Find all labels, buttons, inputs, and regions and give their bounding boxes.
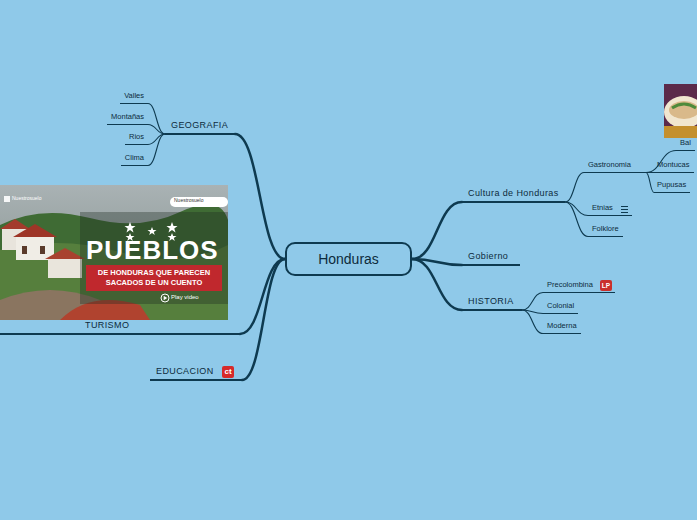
branch-line xyxy=(148,125,165,135)
subtopic: Clima xyxy=(121,153,148,166)
subtopic: Folklore xyxy=(588,224,623,237)
topic-text: Etnias xyxy=(592,203,628,213)
main-topic: GEOGRAFIA xyxy=(165,120,235,135)
topic-text: GEOGRAFIA xyxy=(171,120,229,131)
topic-text: Rios xyxy=(129,132,144,142)
branch-line xyxy=(565,173,584,203)
tourism-photo xyxy=(0,185,228,320)
topic-text: TURISMO xyxy=(85,320,234,331)
main-topic: Gobierno xyxy=(462,251,520,266)
main-topic: TURISMO xyxy=(0,320,240,335)
topic-text: Gastronomia xyxy=(588,160,642,170)
topic-text: Gobierno xyxy=(468,251,514,262)
topic-text: Cultura de Honduras xyxy=(468,188,559,199)
topic-text: Moderna xyxy=(547,321,577,331)
branch-line xyxy=(565,202,588,216)
play-text: Play video xyxy=(171,294,199,301)
subtopic: Montañas xyxy=(107,112,148,125)
subtopic: Rios xyxy=(125,132,148,145)
subtopic: Bal xyxy=(676,138,695,151)
branch-line xyxy=(235,134,285,259)
subtopic: Montucas xyxy=(654,160,694,173)
subtopic: Valles xyxy=(120,91,148,104)
subtopic: Gastronomia xyxy=(584,160,646,173)
main-topic: Cultura de Honduras xyxy=(462,188,565,203)
topic-text: Honduras xyxy=(318,251,379,267)
topic-text: Montañas xyxy=(111,112,144,122)
badge-text: Nuestrosuelo xyxy=(174,198,203,204)
branch-line xyxy=(148,104,165,135)
subtopic: Etnias xyxy=(588,203,632,216)
main-topic: HISTORIA xyxy=(462,296,522,311)
topic-text: HISTORIA xyxy=(468,296,516,307)
branch-line xyxy=(148,134,165,166)
branch-line xyxy=(522,293,543,311)
icon-badge: ct xyxy=(222,366,234,378)
topic-text: Clima xyxy=(125,153,144,163)
branch-line xyxy=(565,202,588,237)
subtopic: Pupusas xyxy=(654,180,690,193)
branch-line xyxy=(242,259,285,380)
subtopic: Moderna xyxy=(543,321,581,334)
topic-text: Folklore xyxy=(592,224,619,234)
branch-line xyxy=(522,310,543,334)
branch-line xyxy=(412,259,462,310)
topic-text: Valles xyxy=(124,91,144,101)
subtopic: Colonial xyxy=(543,301,578,314)
central-topic: Honduras xyxy=(285,242,412,276)
topic-text: Colonial xyxy=(547,301,574,311)
branch-line xyxy=(646,173,654,193)
baleadas-photo xyxy=(664,84,697,138)
notes-icon xyxy=(621,207,628,213)
topic-text: Bal xyxy=(680,138,691,148)
photo-subtitle: DE HONDURAS QUE PARECEN SACADOS DE UN CU… xyxy=(86,265,222,291)
photo-title: PUEBLOS xyxy=(86,236,219,265)
icon-badge: LP xyxy=(600,280,612,291)
topic-text: Pupusas xyxy=(657,180,686,190)
topic-text: Montucas xyxy=(657,160,690,170)
branch-line xyxy=(412,202,462,259)
logo-text: Nuestrosuelo xyxy=(12,196,41,202)
